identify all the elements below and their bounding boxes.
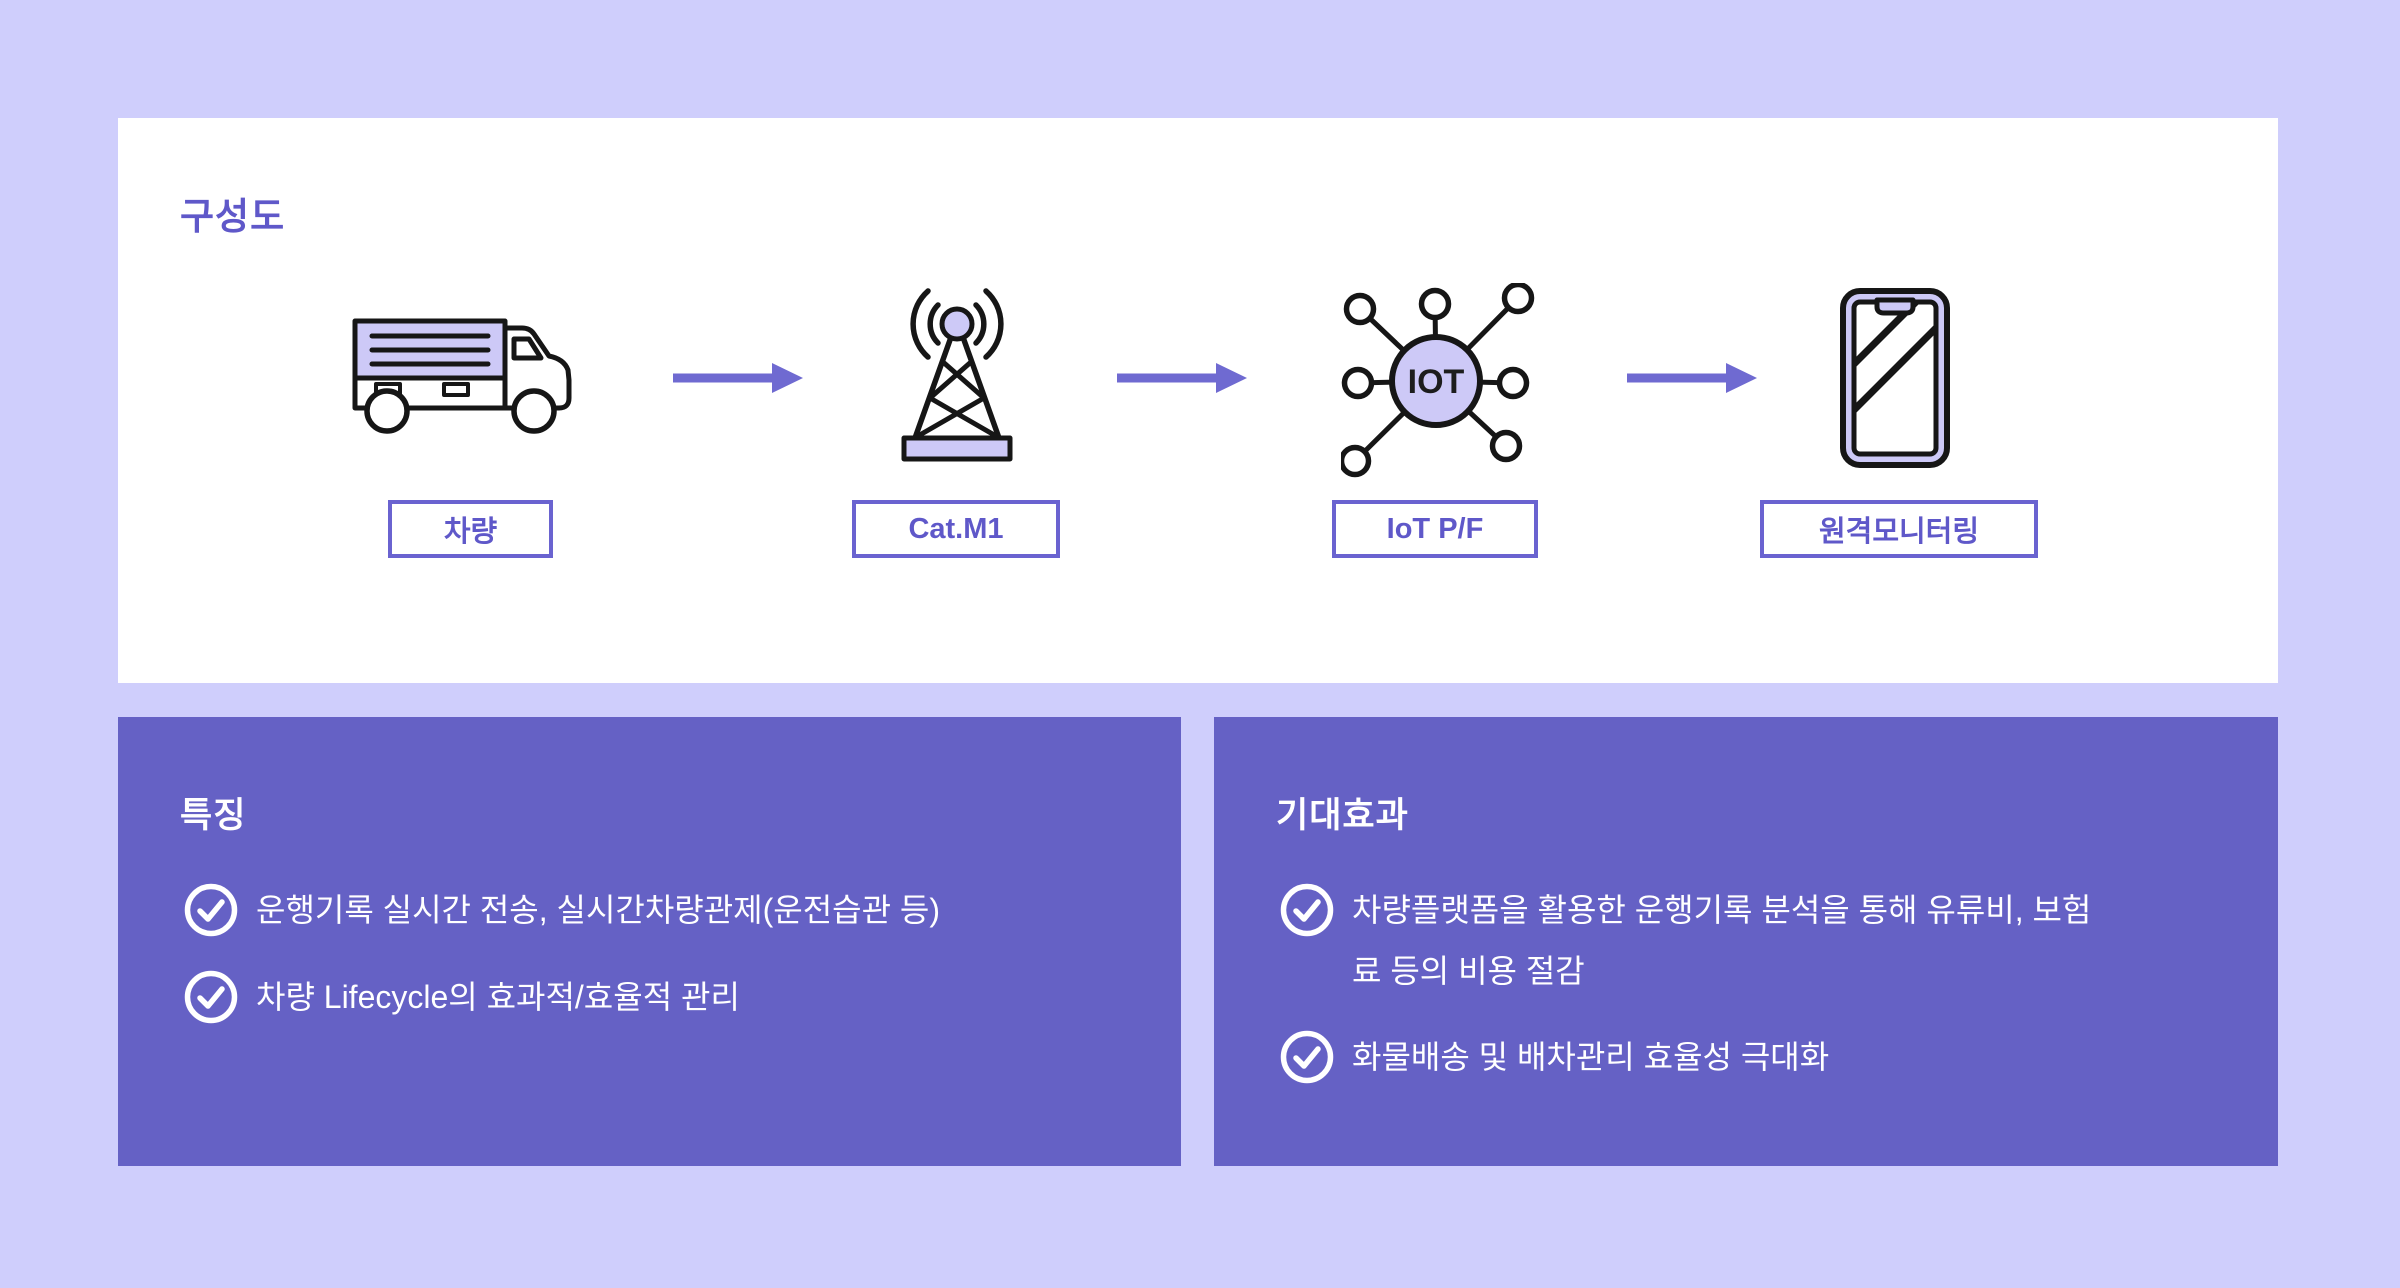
features-panel: 특징 운행기록 실시간 전송, 실시간차량관제(운전습관 등) 차량 Lifec… (118, 717, 1181, 1166)
flow-arrow-icon (1627, 363, 1757, 393)
truck-icon (352, 318, 572, 434)
check-circle-icon (1280, 883, 1334, 937)
iot-hub-icon: IOT (1341, 283, 1535, 478)
list-item: 차량 Lifecycle의 효과적/효율적 관리 (184, 970, 740, 1024)
effect-item-line: 료 등의 비용 절감 (1352, 953, 1585, 989)
feature-item-text: 차량 Lifecycle의 효과적/효율적 관리 (256, 979, 740, 1015)
check-circle-icon (184, 883, 238, 937)
node-label-vehicle: 차량 (388, 500, 553, 558)
list-item: 차량플랫폼을 활용한 운행기록 분석을 통해 유류비, 보험 료 등의 비용 절… (1280, 883, 2091, 1002)
effect-item-text: 차량플랫폼을 활용한 운행기록 분석을 통해 유류비, 보험 료 등의 비용 절… (1352, 880, 2091, 1002)
node-label-catm1: Cat.M1 (852, 500, 1060, 558)
config-diagram-card: 구성도 차량 Cat.M1 (118, 118, 2278, 683)
list-item: 운행기록 실시간 전송, 실시간차량관제(운전습관 등) (184, 883, 940, 937)
node-label-iot-pf: IoT P/F (1332, 500, 1538, 558)
cell-tower-icon (901, 288, 1013, 462)
flow-arrow-icon (1117, 363, 1247, 393)
check-circle-icon (184, 970, 238, 1024)
iot-hub-text: IOT (1408, 363, 1465, 401)
feature-item-text: 운행기록 실시간 전송, 실시간차량관제(운전습관 등) (256, 892, 941, 928)
effect-item-text: 화물배송 및 배차관리 효율성 극대화 (1352, 1039, 1830, 1075)
effects-title: 기대효과 (1276, 796, 1409, 835)
diagram-title: 구성도 (180, 196, 286, 237)
node-label-remote-monitoring: 원격모니터링 (1760, 500, 2038, 558)
effect-item-line: 차량플랫폼을 활용한 운행기록 분석을 통해 유류비, 보험 (1352, 892, 2092, 928)
flow-arrow-icon (673, 363, 803, 393)
effects-panel: 기대효과 차량플랫폼을 활용한 운행기록 분석을 통해 유류비, 보험 료 등의… (1214, 717, 2278, 1166)
check-circle-icon (1280, 1030, 1334, 1084)
smartphone-icon (1840, 288, 1950, 468)
features-title: 특징 (180, 796, 247, 835)
list-item: 화물배송 및 배차관리 효율성 극대화 (1280, 1030, 1829, 1084)
